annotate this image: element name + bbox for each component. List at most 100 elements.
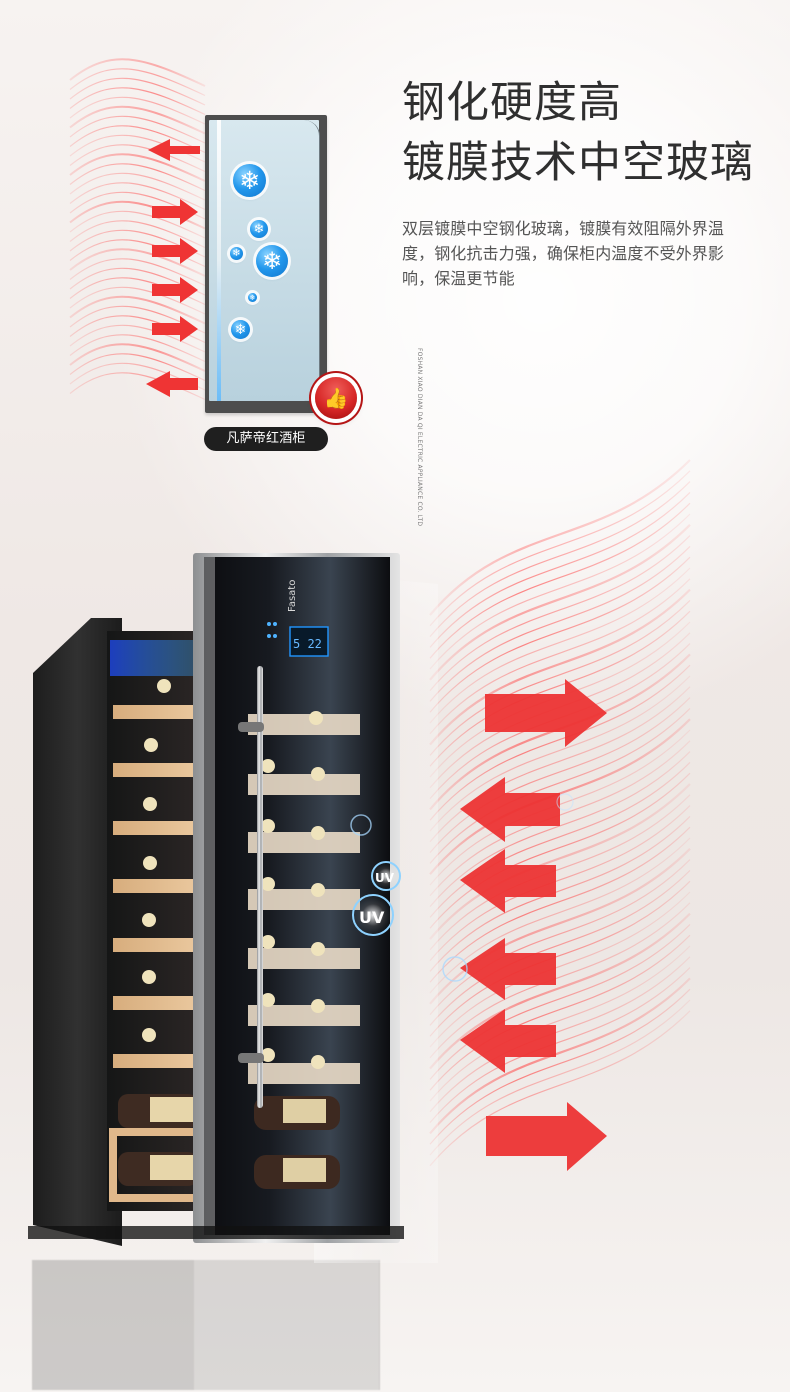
temperature-display-value: 5 22 <box>293 637 322 651</box>
heat-wave-line <box>69 115 206 144</box>
heat-wave-line <box>69 239 206 268</box>
red-arrow-icon <box>460 777 560 842</box>
heat-wave-line <box>429 729 691 886</box>
thumbs-up-icon: 👍 <box>315 377 357 419</box>
heat-wave-line <box>69 229 206 258</box>
heat-wave-line <box>429 697 691 853</box>
heat-wave-line <box>69 324 206 353</box>
heat-wave-line <box>429 621 691 778</box>
red-arrow-icon <box>148 139 200 161</box>
wine-bottle-label <box>150 1097 195 1122</box>
heat-wave-line <box>69 267 206 296</box>
blue-interior-light <box>110 640 203 676</box>
heat-wave-line <box>429 718 691 875</box>
door-view-shelf <box>248 832 360 853</box>
heat-wave-line <box>69 191 206 220</box>
fasato-brand-logo: Fasato <box>287 580 298 612</box>
heat-wave-line <box>429 837 691 994</box>
control-button-icon <box>267 622 271 626</box>
heat-wave-line <box>429 459 691 616</box>
heat-wave-line <box>69 295 206 325</box>
door-lower-bottles <box>254 1096 340 1189</box>
bottom-arrow-group <box>460 679 607 1171</box>
heat-wave-line <box>429 675 691 832</box>
lower-wine-bottles <box>118 1094 198 1186</box>
headline-line-2: 镀膜技术中空玻璃 <box>402 138 754 188</box>
heat-wave-line <box>69 58 206 87</box>
control-button-icon <box>273 634 277 638</box>
control-button-icon <box>267 634 271 638</box>
cabinet-bottom-base <box>28 1226 404 1239</box>
heat-wave-line <box>429 740 691 897</box>
heat-wave-line <box>429 686 691 843</box>
company-english-name: FOSHAN XIAO DIAN DA QI ELECTRIC APPLIANC… <box>416 348 423 527</box>
door-interior-shelves <box>248 714 360 1084</box>
heat-wave-line <box>69 248 206 277</box>
wine-bottle-cap <box>143 856 157 870</box>
wine-bottle-cap <box>311 1055 325 1069</box>
feature-title-block: 钢化硬度高 镀膜技术中空玻璃 双层镀膜中空钢化玻璃，镀膜有效阻隔外界温度，钢化抗… <box>402 73 762 288</box>
heat-wave-line <box>429 653 691 811</box>
bubble-icon <box>442 956 468 982</box>
reflection-door-shape <box>194 1260 379 1390</box>
heat-wave-line <box>69 343 206 372</box>
wine-bottle-label <box>283 1099 326 1123</box>
wine-bottle-cap <box>261 819 275 833</box>
heat-wave-line <box>429 999 691 1156</box>
top-red-heat-wave-lines <box>69 58 206 401</box>
red-arrow-icon <box>146 371 198 397</box>
heat-wave-line <box>429 783 691 940</box>
heat-wave-line <box>429 977 691 1135</box>
handle-top-mount <box>238 722 264 732</box>
wine-bottle-label <box>150 1155 195 1180</box>
glass-cross-section-diagram: ❄ ❄ ❄ ❄ ❄ ❄ 👍 <box>196 112 357 422</box>
heat-wave-line <box>429 945 691 1102</box>
heat-wave-line <box>429 588 691 746</box>
cabinet-reflection <box>32 1260 380 1390</box>
red-arrow-icon <box>152 316 198 342</box>
red-arrow-icon <box>485 679 607 747</box>
heat-wave-line <box>69 305 206 334</box>
heat-wave-line <box>69 362 206 391</box>
wine-bottle-cap <box>311 942 325 956</box>
heat-wave-line <box>429 805 691 961</box>
heat-wave-line <box>429 923 691 1080</box>
heat-wave-line <box>69 134 206 163</box>
heat-wave-line <box>69 277 206 306</box>
red-arrow-icon <box>460 849 556 913</box>
heat-wave-line <box>429 707 691 864</box>
temperature-display-panel <box>289 626 329 657</box>
bubble-icon <box>556 793 574 811</box>
heat-wave-line <box>69 372 206 401</box>
heat-wave-line <box>69 96 206 125</box>
bottom-red-heat-wave-lines <box>429 459 691 1167</box>
wine-bottle-caps <box>142 679 171 1042</box>
heat-wave-line <box>69 258 206 287</box>
wine-bottle-cap <box>142 913 156 927</box>
heat-wave-line <box>429 1010 691 1167</box>
door-handle-icon <box>257 666 263 1108</box>
heat-wave-line <box>429 491 691 648</box>
heat-wave-line <box>429 988 691 1145</box>
heat-wave-line <box>69 125 206 154</box>
snowflake-icon: ❄ <box>250 220 268 238</box>
snowflake-icon: ❄ <box>233 164 266 197</box>
wine-bottle-cap <box>311 999 325 1013</box>
door-view-shelf <box>248 889 360 910</box>
heat-wave-line <box>69 77 206 106</box>
heat-wave-line <box>69 163 206 192</box>
wine-bottle-label <box>283 1158 326 1182</box>
door-view-shelf <box>248 1005 360 1026</box>
heat-wave-line <box>429 794 691 951</box>
heat-wave-line <box>429 751 691 907</box>
wine-bottle-cap <box>261 993 275 1007</box>
door-bottle-caps <box>261 711 325 1069</box>
wine-bottle-cap <box>144 738 158 752</box>
product-label-badge: 凡萨帝红酒柜 <box>204 427 328 451</box>
heat-wave-line <box>429 902 691 1059</box>
door-view-shelf <box>248 948 360 969</box>
reflection-cabinet-shape <box>32 1260 380 1390</box>
heat-wave-line <box>429 643 691 799</box>
heat-wave-line <box>429 967 691 1123</box>
